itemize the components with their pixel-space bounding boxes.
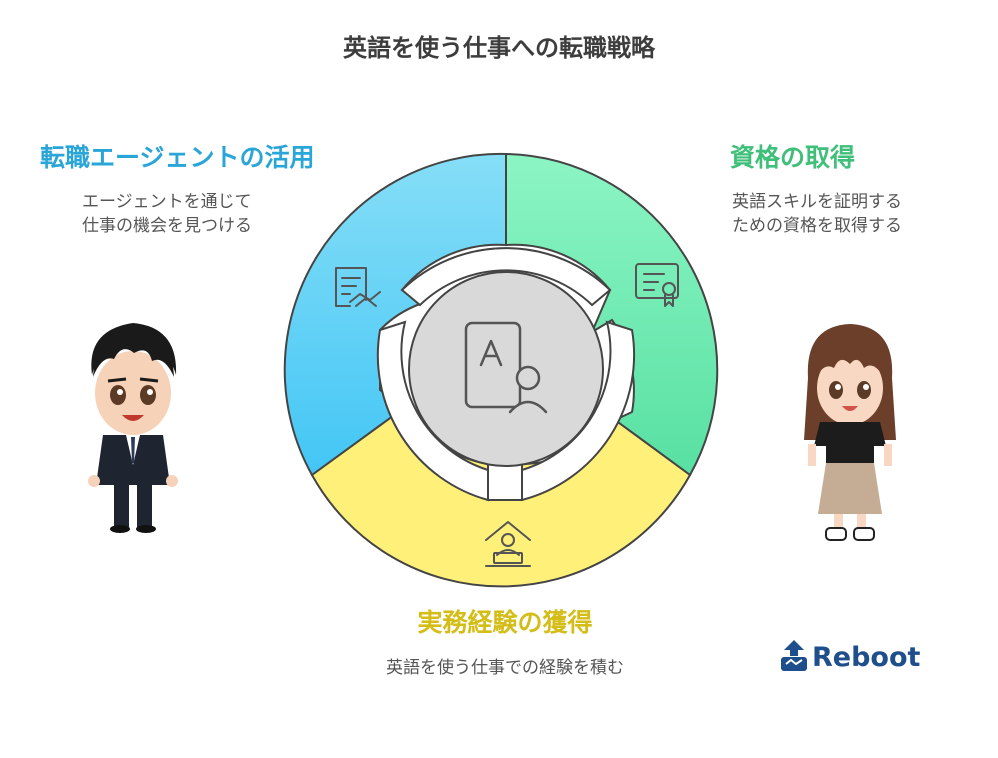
inner-arc-top (400, 247, 612, 307)
contract-handshake-icon (335, 267, 381, 307)
agent-desc-line1: エージェントを通じて (82, 192, 252, 212)
language-person-icon (464, 321, 548, 414)
cert-heading: 資格の取得 (730, 143, 856, 172)
reboot-logo-text: Reboot (812, 641, 921, 673)
inner-arc-left (376, 320, 489, 502)
reboot-logo-icon (781, 640, 807, 671)
woman-illustration (804, 324, 896, 541)
agent-segment (283, 152, 507, 477)
cert-desc-line1: 英語スキルを証明する (732, 192, 902, 212)
remote-work-icon (485, 521, 531, 567)
certificate-icon (635, 263, 679, 307)
cert-segment (505, 152, 719, 477)
inner-arc-right (521, 320, 636, 502)
cert-desc-line2: ための資格を取得する (732, 216, 902, 236)
experience-description: 英語を使う仕事での経験を積む (386, 658, 624, 678)
center-circle (408, 271, 604, 467)
experience-heading: 実務経験の獲得 (417, 608, 593, 637)
businessman-illustration (88, 323, 178, 533)
agent-description: エージェントを通じて 仕事の機会を見つける (82, 190, 252, 238)
reboot-logo: Reboot (780, 640, 920, 674)
page-title: 英語を使う仕事への転職戦略 (343, 34, 655, 62)
cert-description: 英語スキルを証明する ための資格を取得する (732, 190, 902, 238)
agent-desc-line2: 仕事の機会を見つける (82, 216, 252, 236)
agent-heading: 転職エージェントの活用 (40, 143, 315, 172)
